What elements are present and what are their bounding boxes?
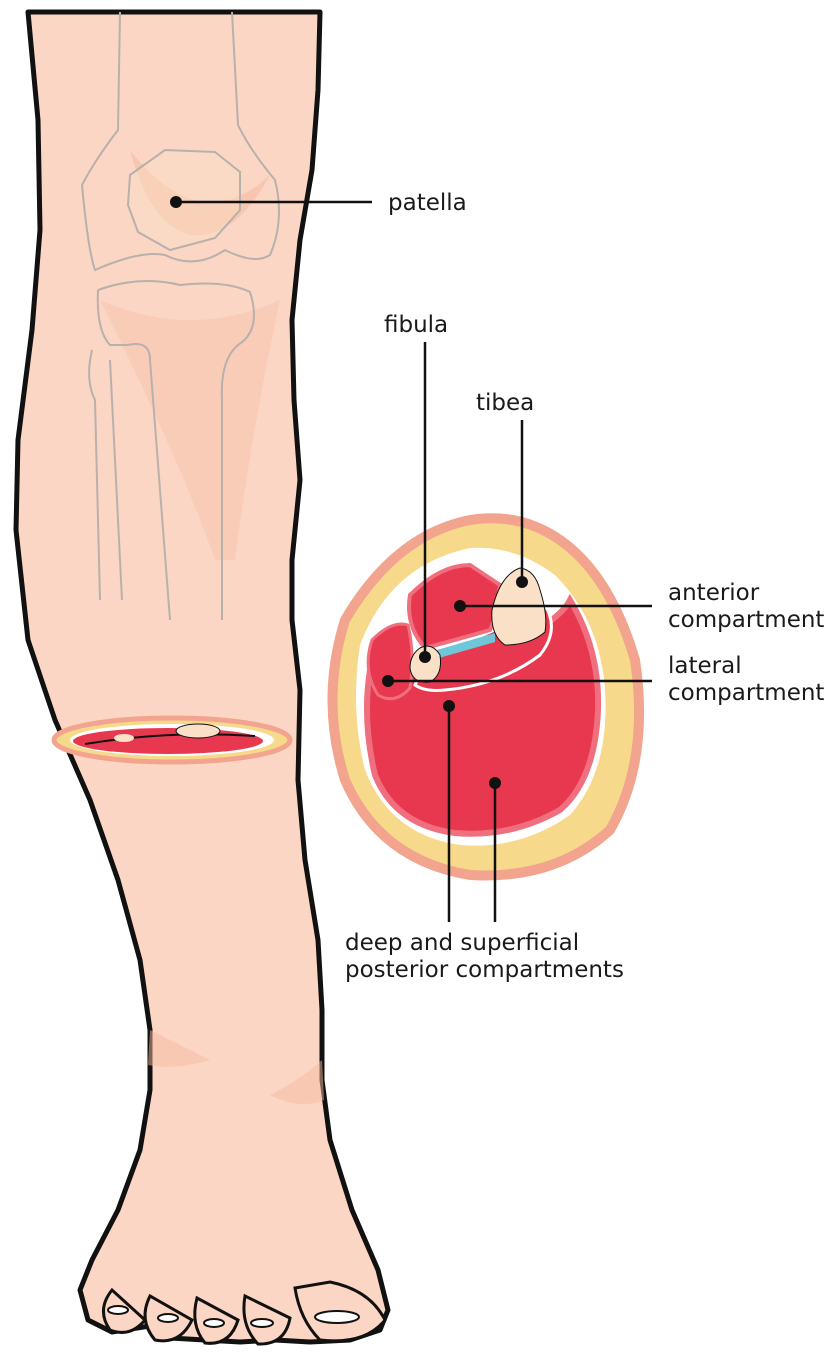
fibula-label: fibula (384, 312, 448, 338)
tibia-label: tibea (476, 390, 534, 416)
anterior-label-line2: compartment (668, 607, 824, 633)
posterior-label-line2: posterior compartments (345, 957, 624, 983)
leg-section-slice (54, 718, 290, 762)
lateral-label-line1: lateral (668, 653, 742, 679)
lateral-label-line2: compartment (668, 680, 824, 706)
cross-section (333, 518, 640, 875)
patella-label: patella (388, 190, 467, 216)
anterior-label-line1: anterior (668, 580, 760, 606)
posterior-label-line1: deep and superficial (345, 930, 579, 956)
